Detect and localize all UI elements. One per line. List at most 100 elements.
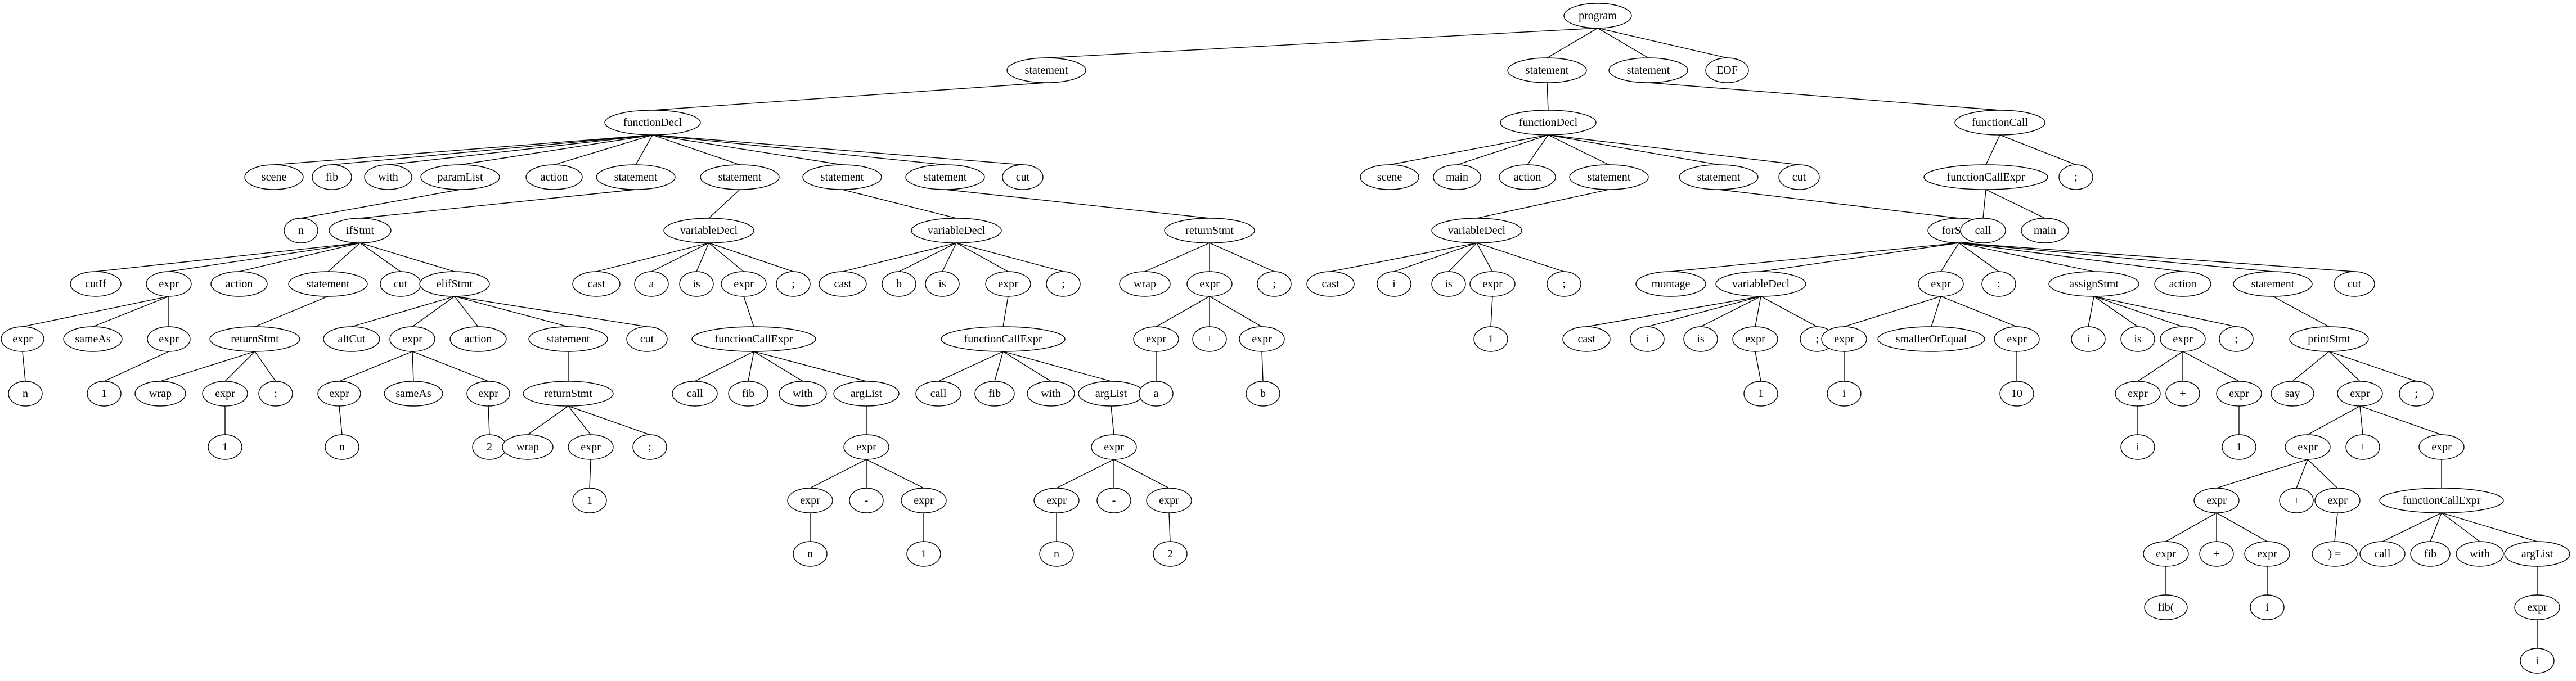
node-label: cast (834, 278, 852, 290)
node-label: is (1445, 278, 1453, 290)
tree-edge-elif_expr-elif_sameas (412, 351, 414, 382)
node-label: with (378, 171, 398, 183)
node-ellipse (1994, 326, 2040, 352)
tree-node-elif_expr_r: expr (466, 381, 510, 407)
node-label: expr (1931, 278, 1951, 290)
node-label: ; (1562, 278, 1566, 290)
node-ellipse (1377, 271, 1411, 297)
node-label: functionDecl (1519, 116, 1578, 129)
tree-node-vd_b_call: call (915, 381, 961, 407)
node-ellipse (210, 271, 268, 297)
node-label: 1 (921, 548, 927, 560)
node-label: variableDecl (1732, 278, 1790, 290)
tree-node-fex_10: 10 (1999, 381, 2034, 407)
node-label: expr (2298, 441, 2318, 453)
tree-node-vd_a_is: is (679, 271, 714, 297)
node-label: assignStmt (2069, 278, 2119, 290)
tree-edge-pr_e1-pr_e1b (2307, 459, 2338, 489)
tree-edge-pr_expr-pr_e2 (2359, 405, 2442, 435)
tree-edge-for-for_semi (1958, 242, 1999, 272)
node-label: expr (1104, 441, 1124, 453)
node-ellipse (2219, 326, 2254, 352)
node-label: ; (2415, 387, 2418, 400)
tree-edge-vd_a-vd_a_is (696, 242, 709, 272)
tree-node-vd_b_cast: cast (819, 271, 867, 297)
node-label: i (1842, 387, 1846, 400)
node-label: wrap (516, 441, 539, 453)
tree-edge-elif-elif_cut (454, 296, 648, 327)
tree-edge-elif_expr-elif_expr_l (339, 351, 413, 382)
node-ellipse (2115, 381, 2161, 407)
tree-edge-fd2-fd2_action (1527, 134, 1549, 165)
node-ellipse (1923, 164, 2048, 190)
node-label: b (896, 278, 902, 290)
node-label: cut (394, 278, 408, 290)
node-label: ; (2235, 333, 2238, 345)
tree-node-vd_a_e2: expr (901, 488, 947, 513)
tree-edge-if-if_cutif (95, 242, 361, 272)
node-ellipse (63, 326, 123, 352)
tree-node-if_sameas: sameAs (63, 326, 123, 352)
node-label: i (2136, 441, 2139, 453)
node-label: 2 (487, 441, 492, 453)
tree-edge-for-for_assign (1958, 242, 2094, 272)
tree-node-for_montage: montage (1635, 271, 1706, 297)
node-label: call (687, 387, 703, 400)
node-label: expr (329, 387, 349, 400)
node-ellipse (721, 271, 767, 297)
tree-node-fd2_action: action (1499, 164, 1556, 190)
node-ellipse (1743, 381, 1778, 407)
node-label: argList (851, 387, 883, 400)
node-label: cast (587, 278, 605, 290)
node-label: + (1206, 333, 1212, 345)
node-ellipse (1257, 271, 1292, 297)
node-ellipse (1360, 164, 1419, 190)
tree-edge-elif_ret_expr-elif_ret_1 (589, 459, 591, 489)
tree-edge-if-if_stmt (327, 242, 361, 272)
tree-node-elif_ret_semi: ; (632, 434, 667, 460)
tree-node-ret_e2: expr (1239, 326, 1285, 352)
tree-edge-fvd_expr-fvd_1 (1755, 351, 1761, 382)
node-label: expr (402, 333, 422, 345)
node-label: b (1260, 387, 1266, 400)
tree-edge-vd_a_fce-vd_a_with (753, 351, 803, 382)
node-label: cut (1792, 171, 1806, 183)
node-ellipse (2312, 541, 2358, 567)
tree-node-vd_a_n: n (793, 541, 828, 567)
tree-node-as_e1: expr (2115, 381, 2161, 407)
tree-node-fd1_fib: fib (312, 164, 352, 190)
node-ellipse (2456, 541, 2504, 567)
node-label: variableDecl (1448, 224, 1506, 237)
node-label: expr (2431, 441, 2452, 453)
tree-edge-vd_a_fce-vd_a_fib (748, 351, 754, 382)
tree-edge-elif_ret-elif_ret_expr (568, 405, 591, 435)
tree-edge-for_vd-fvd_is (1700, 296, 1761, 327)
node-label: ifStmt (346, 224, 374, 237)
node-label: smallerOrEqual (1896, 333, 1967, 345)
node-label: expr (2257, 548, 2277, 560)
node-label: printStmt (2308, 333, 2350, 345)
node-label: 10 (2011, 387, 2022, 400)
tree-node-pr_fce: functionCallExpr (2379, 488, 2504, 513)
node-ellipse (1679, 164, 1759, 190)
tree-edge-if-if_expr (168, 242, 361, 272)
tree-node-vd_i_1: 1 (1473, 326, 1508, 352)
tree-edge-vd_a_fce-vd_a_args (753, 351, 867, 382)
tree-edge-stmt2-fd2 (1547, 82, 1549, 111)
node-label: statement (1627, 64, 1670, 76)
tree-node-fvd_i: i (1630, 326, 1665, 352)
tree-node-pr_expr: expr (2337, 381, 2383, 407)
tree-node-vd_a_e1: expr (787, 488, 833, 513)
tree-node-fd1_cut: cut (1002, 164, 1044, 190)
tree-edge-pr_e1a-pr_e1a_b (2216, 512, 2268, 542)
tree-node-fex_e2: expr (1994, 326, 2040, 352)
tree-edge-vd_a_expr-vd_a_fce (743, 296, 754, 327)
node-ellipse (626, 326, 668, 352)
node-ellipse (1046, 271, 1081, 297)
tree-node-fd1_s2: statement (700, 164, 780, 190)
node-label: variableDecl (928, 224, 986, 237)
tree-node-pr_fibc: fib (2410, 541, 2451, 567)
node-label: expr (1482, 278, 1503, 290)
node-label: - (1112, 494, 1116, 507)
tree-edge-program-stmt2 (1547, 28, 1598, 58)
